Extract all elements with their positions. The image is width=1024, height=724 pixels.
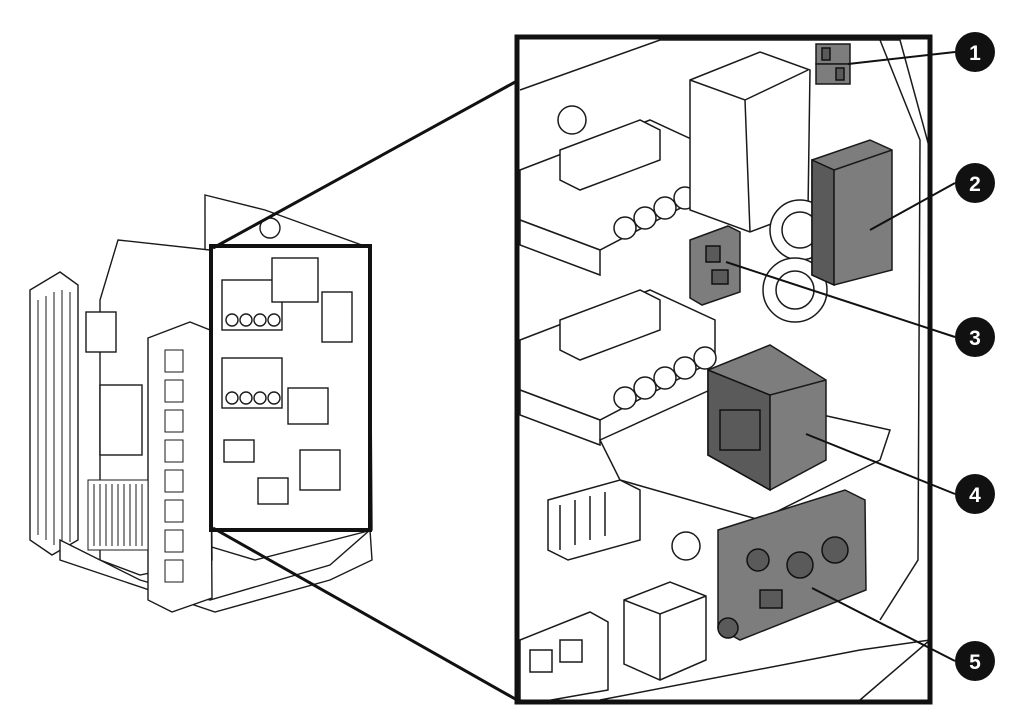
callout-badge bbox=[955, 163, 995, 203]
callout-number: 5 bbox=[969, 651, 981, 674]
callout-number: 1 bbox=[969, 42, 981, 65]
callout-5: 5 bbox=[955, 641, 995, 681]
zoom-connector-bottom bbox=[212, 526, 518, 702]
callout-3: 3 bbox=[955, 317, 995, 357]
callout-badge bbox=[955, 32, 995, 72]
cabinet-overview bbox=[29, 194, 373, 613]
detail-frame bbox=[514, 34, 933, 705]
zoom-connector-top bbox=[212, 79, 518, 250]
callout-badge bbox=[955, 317, 995, 357]
callout-1: 1 bbox=[955, 32, 995, 72]
part-transformer bbox=[707, 344, 827, 492]
callout-4: 4 bbox=[955, 474, 995, 514]
callout-number: 4 bbox=[969, 484, 981, 507]
callout-number: 3 bbox=[969, 327, 981, 350]
part-control-board bbox=[811, 139, 893, 287]
part-small-relay-board bbox=[689, 225, 741, 306]
part-power-board bbox=[717, 489, 867, 641]
detail-view bbox=[514, 34, 933, 705]
callout-2: 2 bbox=[955, 163, 995, 203]
callout-leader-lines bbox=[725, 51, 956, 662]
callout-badge bbox=[955, 474, 995, 514]
callout-badge bbox=[955, 641, 995, 681]
callout-number: 2 bbox=[969, 173, 981, 196]
part-connector-block bbox=[815, 43, 851, 85]
zoom-region-box bbox=[209, 244, 372, 532]
